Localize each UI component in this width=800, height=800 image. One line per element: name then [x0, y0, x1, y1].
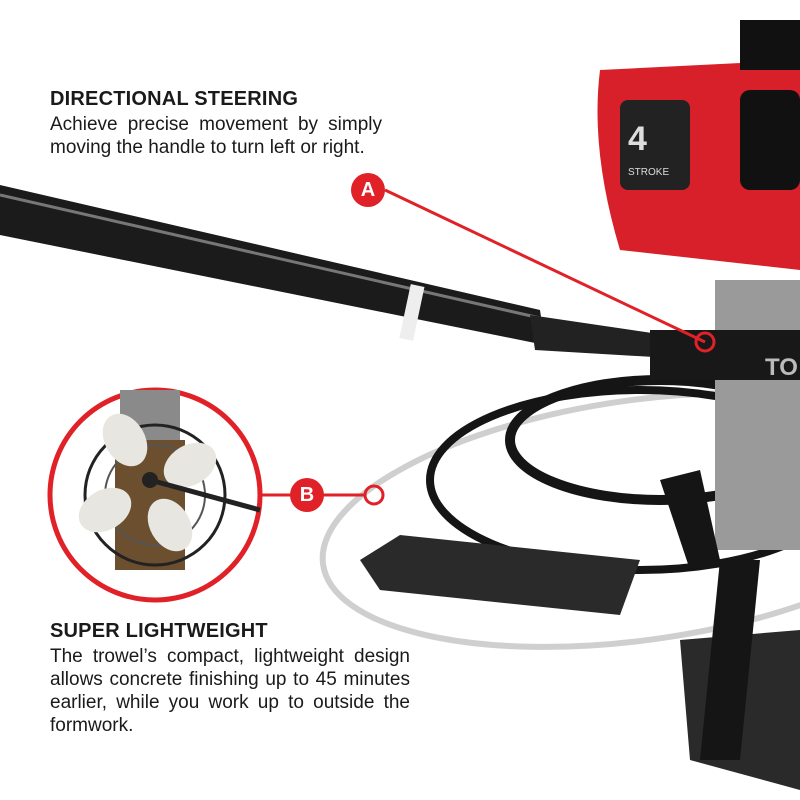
marker-a: A — [351, 173, 385, 207]
guard-ring — [319, 390, 800, 650]
callout-target-a — [694, 331, 716, 353]
callout-line-a — [384, 188, 706, 344]
callout-target-b — [363, 484, 385, 506]
handle-bar — [0, 185, 545, 345]
gearbox-column — [715, 280, 800, 550]
feature-heading: SUPER LIGHTWEIGHT — [50, 620, 268, 642]
feature-heading: DIRECTIONAL STEERING — [50, 88, 299, 110]
frame-brand-text: TO — [765, 354, 798, 381]
feature-steering: DIRECTIONAL STEERING Achieve precise mov… — [50, 88, 382, 159]
cable-tie — [399, 284, 425, 341]
engine-number: 4 — [628, 120, 647, 158]
engine-stroke-label: STROKE — [628, 167, 669, 178]
marker-b: B — [290, 478, 324, 512]
trowel-blade — [360, 535, 640, 615]
feature-lightweight: SUPER LIGHTWEIGHT The trowel’s compact, … — [50, 620, 410, 737]
feature-description: Achieve precise movement by simply movin… — [50, 114, 382, 158]
feature-description: The trowel’s compact, lightweight design… — [50, 646, 410, 736]
engine-badge — [620, 100, 690, 190]
